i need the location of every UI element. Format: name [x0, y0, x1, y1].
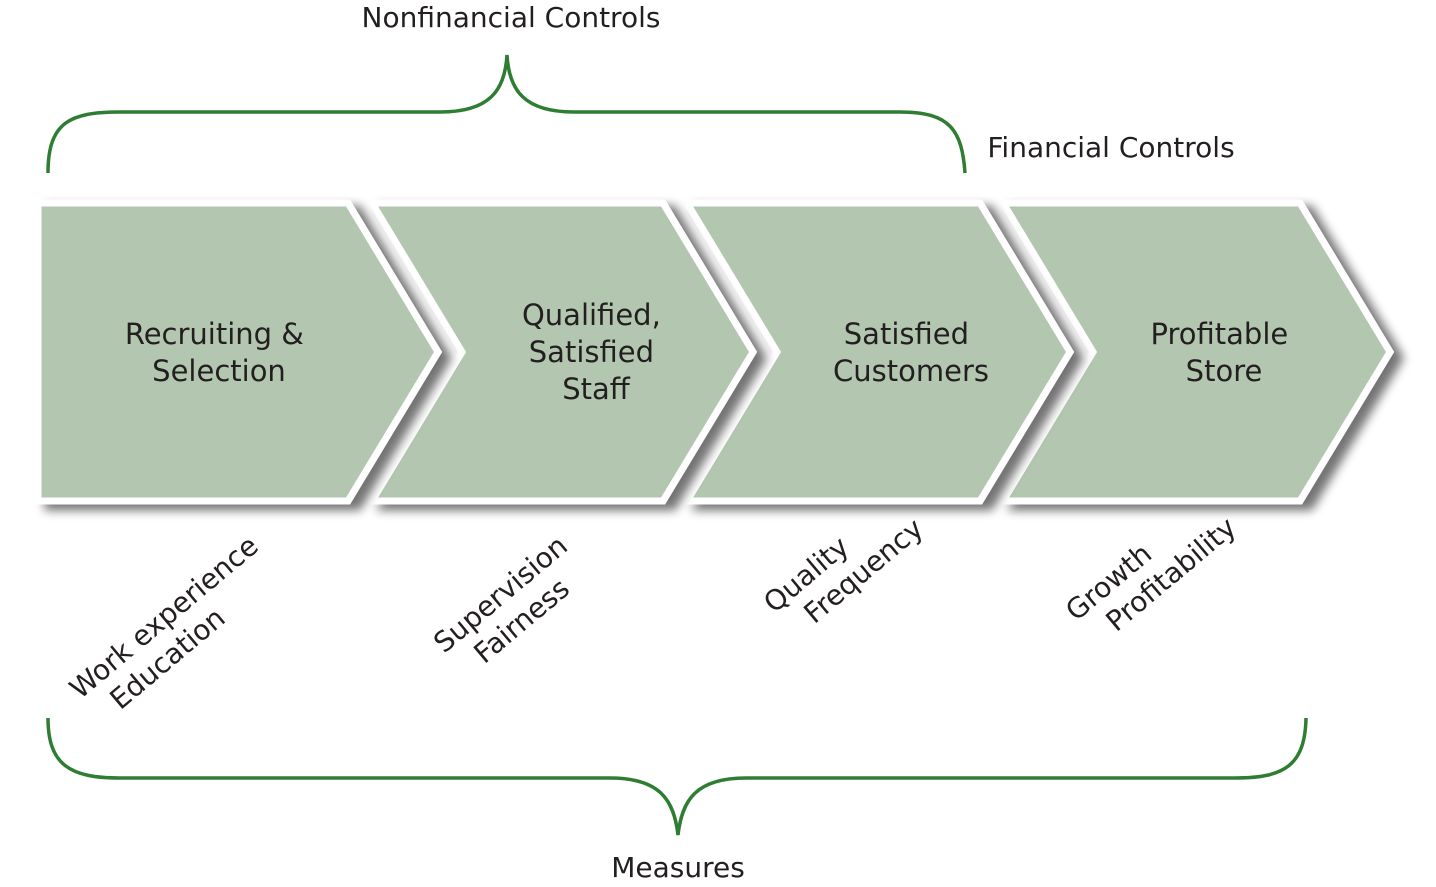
chevron-profitable-store: [996, 199, 1395, 505]
measure-quality-frequency: Quality Frequency: [757, 486, 929, 646]
stage-label-qualified-staff: Qualified, Satisfied Staff: [522, 298, 670, 406]
svg-text:Quality Frequency: Quality Frequency: [757, 486, 929, 646]
measure-supervision-fairness: Supervision Fairness: [427, 523, 602, 685]
stage-line: Store: [1186, 354, 1263, 388]
stage-line: Customers: [833, 354, 989, 388]
svg-text:Work experience Educatio: Work experience Education: [63, 523, 293, 731]
measures-bracket: [46, 717, 1308, 836]
measures-label: Measures: [611, 851, 745, 884]
nonfinancial-controls-bracket: [46, 54, 967, 174]
chevron-satisfied-customers: [680, 199, 1075, 505]
stage-line: Profitable: [1151, 317, 1289, 351]
nonfinancial-controls-label: Nonfinancial Controls: [362, 1, 661, 34]
chevron-recruiting-selection: [34, 199, 443, 505]
svg-text:Supervision Fairness: Supervision Fairness: [427, 523, 602, 685]
svg-text:Growth Profitability: Growth Profitability: [1059, 485, 1242, 654]
stage-line: Qualified,: [522, 298, 661, 332]
stage-label-recruiting: Recruiting & Selection: [125, 317, 313, 388]
chevron-qualified-staff: [365, 199, 758, 505]
stage-line: Satisfied: [844, 317, 969, 351]
stage-line: Selection: [152, 354, 286, 388]
financial-controls-label: Financial Controls: [987, 131, 1234, 164]
stage-label-profitable-store: Profitable Store: [1151, 317, 1298, 388]
stage-line: Recruiting &: [125, 317, 304, 351]
measure-growth-profitability: Growth Profitability: [1059, 485, 1242, 654]
stage-line: Staff: [562, 372, 631, 406]
stage-label-satisfied-customers: Satisfied Customers: [833, 317, 989, 388]
stage-line: Satisfied: [529, 335, 654, 369]
measure-work-education: Work experience Education: [63, 523, 293, 731]
